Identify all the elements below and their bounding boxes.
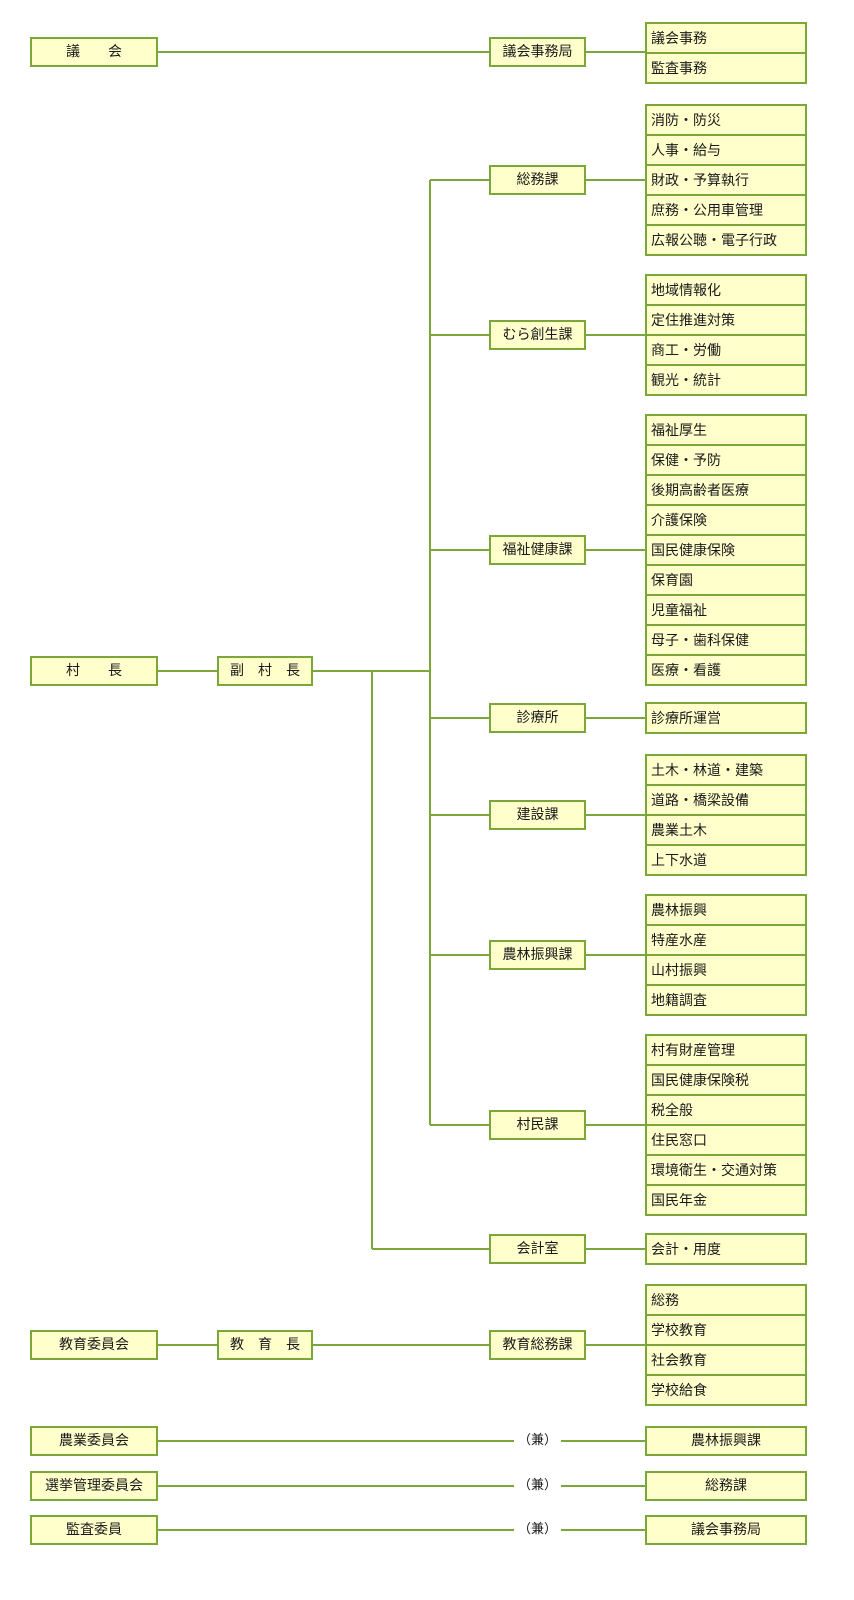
- committee-box-2: 監査委員: [30, 1515, 158, 1545]
- duty-item: 学校教育: [647, 1314, 805, 1344]
- concurrent-label: （兼）: [514, 1478, 562, 1494]
- department-box-6: 村民課: [489, 1110, 586, 1140]
- duty-item: 総務: [651, 1293, 679, 1309]
- duty-item: 後期高齢者医療: [647, 474, 805, 504]
- department-box-0: 総務課: [489, 165, 586, 195]
- duties-2: 福祉厚生保健・予防後期高齢者医療介護保険国民健康保険保育園児童福祉母子・歯科保健…: [645, 414, 807, 686]
- council-office-box: 議会事務局: [489, 37, 586, 67]
- department-box-2: 福祉健康課: [489, 535, 586, 565]
- mayor-box: 村 長: [30, 656, 158, 686]
- concurrent-label: （兼）: [514, 1433, 562, 1449]
- education-board-box: 教育委員会: [30, 1330, 158, 1360]
- duty-item: 財政・予算執行: [647, 164, 805, 194]
- duty-item: 村有財産管理: [651, 1043, 735, 1059]
- department-box-4: 建設課: [489, 800, 586, 830]
- duty-item: 農業土木: [647, 814, 805, 844]
- duty-item: 商工・労働: [647, 334, 805, 364]
- duty-item: 医療・看護: [647, 654, 805, 684]
- duty-item: 道路・橋梁設備: [647, 784, 805, 814]
- duty-item: 観光・統計: [647, 364, 805, 394]
- department-box-7: 会計室: [489, 1234, 586, 1264]
- superintendent-box: 教 育 長: [217, 1330, 313, 1360]
- duties-5: 農林振興特産水産山村振興地籍調査: [645, 894, 807, 1016]
- concurrent-label: （兼）: [514, 1522, 562, 1538]
- committee-box-1: 選挙管理委員会: [30, 1471, 158, 1501]
- department-box-3: 診療所: [489, 703, 586, 733]
- duty-item: 学校給食: [647, 1374, 805, 1404]
- duty-item: 上下水道: [647, 844, 805, 874]
- duty-item: 国民健康保険税: [647, 1064, 805, 1094]
- duty-item: 介護保険: [647, 504, 805, 534]
- duty-item: 会計・用度: [651, 1242, 721, 1258]
- duties-7: 会計・用度: [645, 1233, 807, 1265]
- duty-item: 広報公聴・電子行政: [647, 224, 805, 254]
- council-duties: 議会事務監査事務: [645, 22, 807, 84]
- duty-item: 土木・林道・建築: [651, 763, 763, 779]
- duty-item: 庶務・公用車管理: [647, 194, 805, 224]
- duty-item: 特産水産: [647, 924, 805, 954]
- duty-item: 保健・予防: [647, 444, 805, 474]
- duty-item: 消防・防災: [651, 113, 721, 129]
- duties-6: 村有財産管理国民健康保険税税全般住民窓口環境衛生・交通対策国民年金: [645, 1034, 807, 1216]
- council-box: 議 会: [30, 37, 158, 67]
- committee-target-box-1: 総務課: [645, 1471, 807, 1501]
- department-box-1: むら創生課: [489, 320, 586, 350]
- duty-item: 保育園: [647, 564, 805, 594]
- duty-item: 診療所運営: [651, 711, 721, 727]
- duty-item: 議会事務: [651, 31, 707, 47]
- department-box-5: 農林振興課: [489, 940, 586, 970]
- duty-item: 監査事務: [647, 52, 805, 82]
- duty-item: 国民健康保険: [647, 534, 805, 564]
- duty-item: 農林振興: [651, 903, 707, 919]
- duty-item: 国民年金: [647, 1184, 805, 1214]
- duty-item: 定住推進対策: [647, 304, 805, 334]
- duty-item: 福祉厚生: [651, 423, 707, 439]
- duty-item: 山村振興: [647, 954, 805, 984]
- duty-item: 税全般: [647, 1094, 805, 1124]
- deputy-mayor-box: 副 村 長: [217, 656, 313, 686]
- duty-item: 社会教育: [647, 1344, 805, 1374]
- duty-item: 母子・歯科保健: [647, 624, 805, 654]
- duty-item: 環境衛生・交通対策: [647, 1154, 805, 1184]
- duties-3: 診療所運営: [645, 702, 807, 734]
- committee-target-box-2: 議会事務局: [645, 1515, 807, 1545]
- education-section-box: 教育総務課: [489, 1330, 586, 1360]
- duty-item: 地籍調査: [647, 984, 805, 1014]
- duties-1: 地域情報化定住推進対策商工・労働観光・統計: [645, 274, 807, 396]
- duty-item: 地域情報化: [651, 283, 721, 299]
- duty-item: 人事・給与: [647, 134, 805, 164]
- duty-item: 住民窓口: [647, 1124, 805, 1154]
- committee-box-0: 農業委員会: [30, 1426, 158, 1456]
- duties-0: 消防・防災人事・給与財政・予算執行庶務・公用車管理広報公聴・電子行政: [645, 104, 807, 256]
- duties-4: 土木・林道・建築道路・橋梁設備農業土木上下水道: [645, 754, 807, 876]
- committee-target-box-0: 農林振興課: [645, 1426, 807, 1456]
- education-duties: 総務学校教育社会教育学校給食: [645, 1284, 807, 1406]
- duty-item: 児童福祉: [647, 594, 805, 624]
